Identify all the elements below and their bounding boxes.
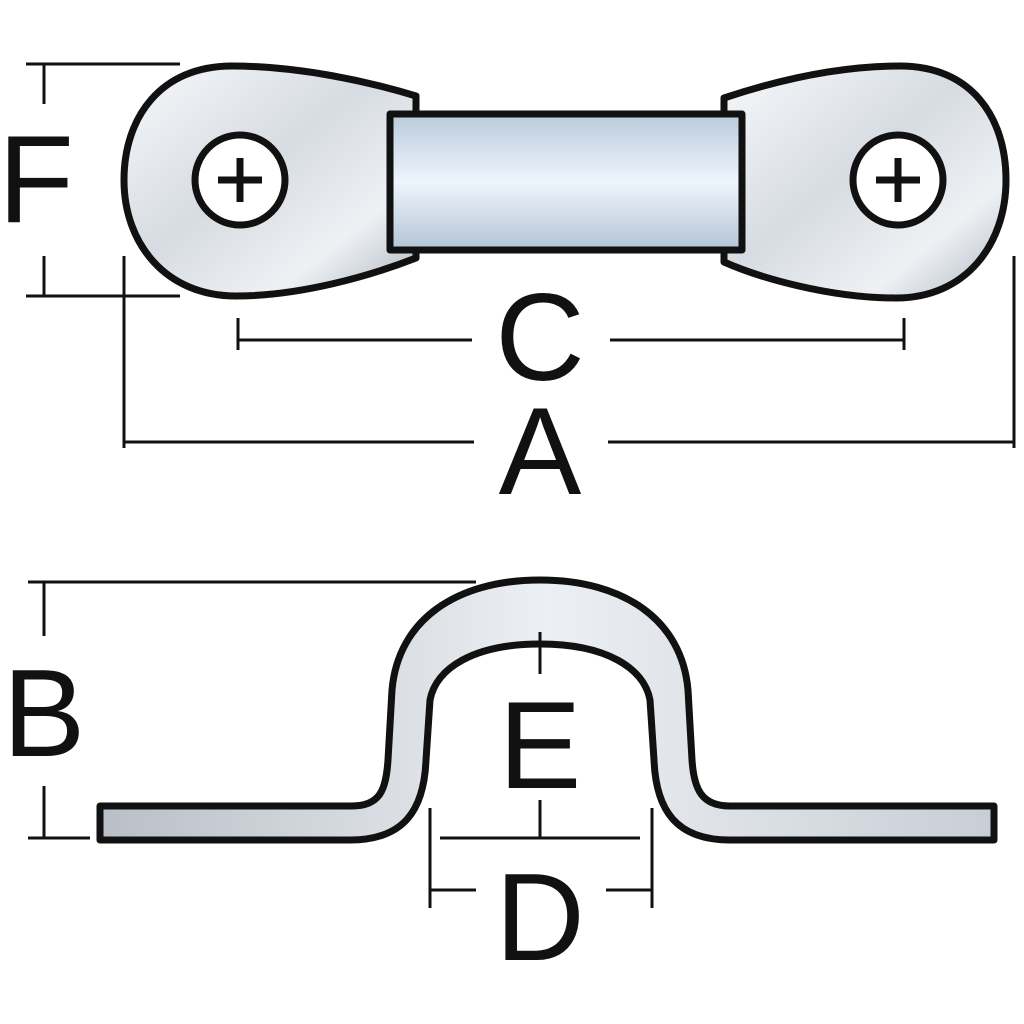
label-e: E (499, 677, 582, 815)
center-strap (386, 110, 746, 254)
label-d: D (495, 849, 585, 987)
dimension-e: E (499, 632, 582, 838)
side-view: B E D (3, 576, 998, 987)
label-f: F (0, 111, 74, 249)
label-b: B (3, 645, 86, 783)
dimension-b: B (3, 580, 476, 840)
phillips-screw-icon (191, 131, 289, 229)
dimension-a: A (122, 256, 1016, 521)
label-a: A (499, 383, 582, 521)
side-profile (96, 576, 998, 844)
dimension-f: F (0, 62, 180, 298)
dimension-c: C (236, 269, 906, 407)
label-c: C (495, 269, 585, 407)
phillips-screw-icon (849, 131, 947, 229)
dimension-d: D (428, 808, 654, 987)
top-view: F C A (0, 62, 1016, 521)
